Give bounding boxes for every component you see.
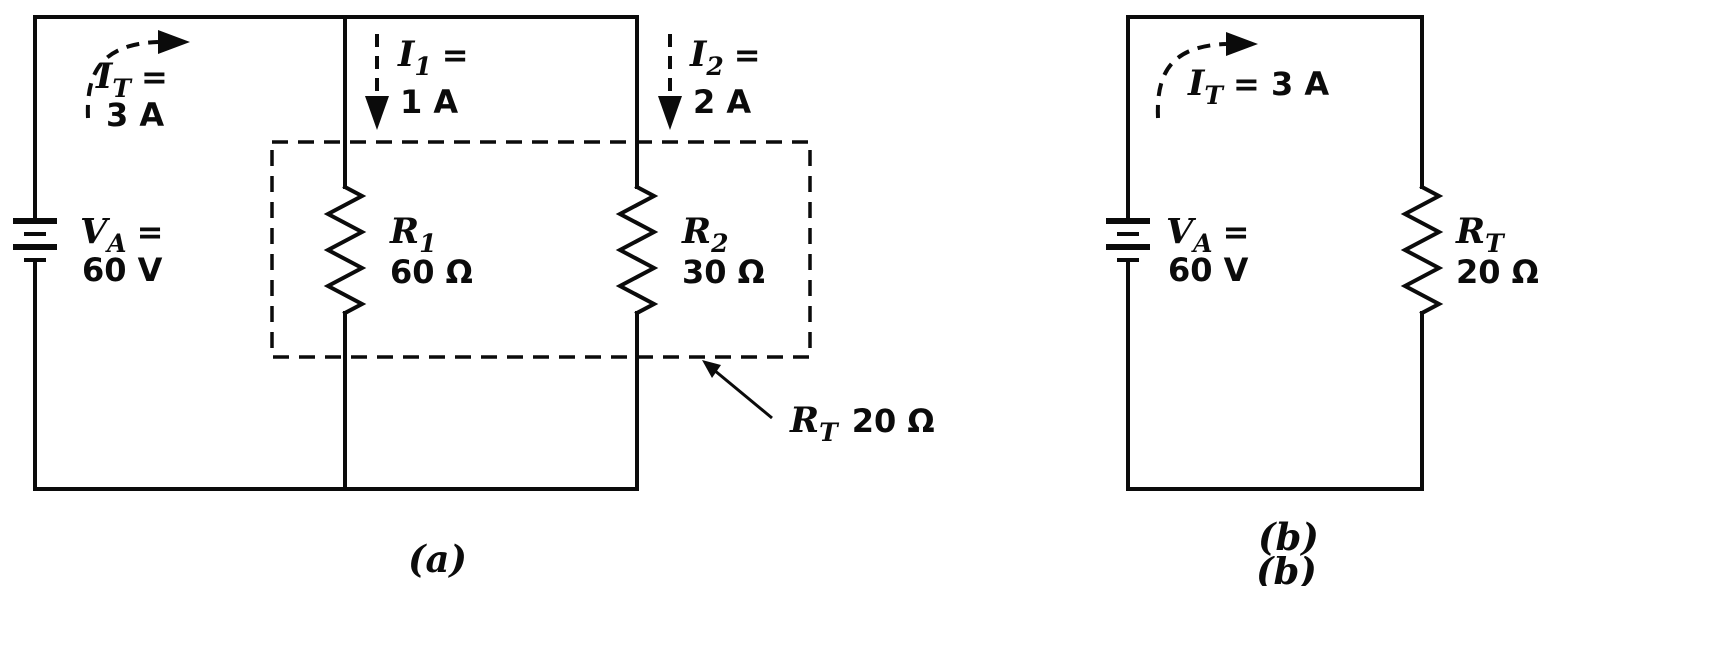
value-rt-b: 20 Ω: [1456, 253, 1539, 291]
label-total-current-a: IT=: [95, 56, 168, 103]
circuit-a: IT= 3 A VA= 60 V I1= 1 A I2= 2 A R1 60 Ω…: [13, 15, 935, 581]
label-rt-b: RT: [1455, 211, 1506, 258]
battery-icon-b: [1106, 218, 1150, 262]
resistor-r1-icon: [323, 184, 367, 316]
caption-a: (a): [408, 537, 467, 581]
label-source-b: VA=: [1166, 211, 1249, 258]
battery-icon-a: [13, 218, 57, 262]
value-source-b: 60 V: [1168, 251, 1249, 289]
caption-b-duplicate: (b): [1256, 549, 1317, 593]
label-branch2-current: I2=: [689, 34, 761, 81]
value-r1: 60 Ω: [390, 253, 473, 291]
label-total-current-b: IT= 3 A: [1187, 63, 1329, 110]
branch2-current-arrow-icon: [658, 34, 682, 130]
branch-r2: [615, 15, 659, 491]
value-r2: 30 Ω: [682, 253, 765, 291]
value-branch1-current: 1 A: [400, 83, 458, 121]
value-total-current-a: 3 A: [106, 96, 164, 134]
label-r2: R2: [681, 211, 729, 258]
label-source-a: VA=: [80, 211, 163, 258]
branch-r1: [323, 15, 367, 491]
caption-b: (b): [1258, 515, 1319, 559]
branch1-current-arrow-icon: [365, 34, 389, 130]
value-source-a: 60 V: [82, 251, 163, 289]
value-branch2-current: 2 A: [693, 83, 751, 121]
circuit-b: IT= 3 A VA= 60 V RT 20 Ω (b) (b): [1106, 15, 1539, 593]
label-r1: R1: [389, 211, 437, 258]
resistor-r2-icon: [615, 184, 659, 316]
total-current-arrow-icon-a: [85, 30, 190, 119]
total-current-arrow-icon-b: [1155, 32, 1258, 119]
label-branch1-current: I1=: [397, 34, 469, 81]
branch-rt: [1400, 15, 1444, 491]
rt-dashed-box: [270, 140, 812, 359]
rt-pointer-arrow-icon: [702, 360, 773, 420]
resistor-rt-icon: [1400, 184, 1444, 316]
